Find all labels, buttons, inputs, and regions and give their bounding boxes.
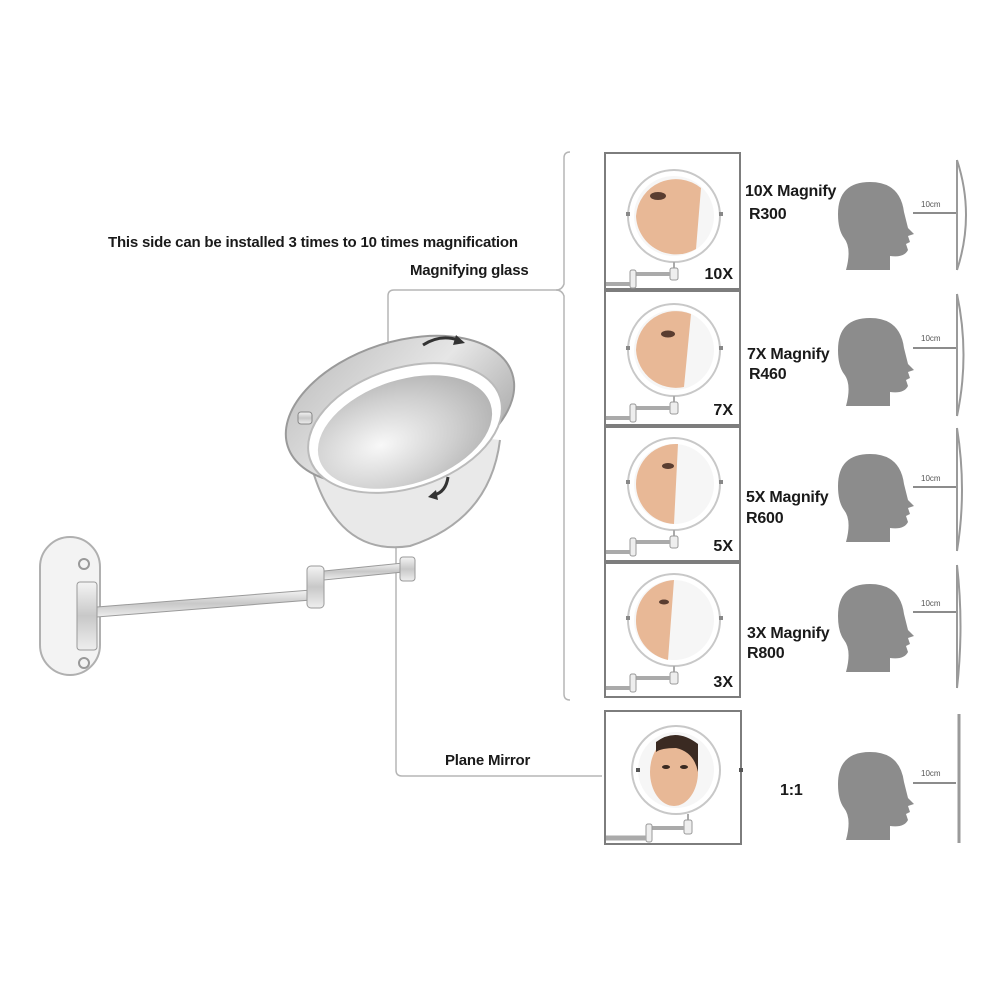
panel-7x: 7X	[604, 290, 741, 426]
panel-title: 7X Magnify	[747, 346, 830, 363]
panel-radius: R300	[749, 206, 787, 223]
plane-ratio-label: 1:1	[780, 782, 803, 799]
panel-title: 10X Magnify	[745, 183, 837, 200]
distance-label: 10cm	[921, 334, 941, 343]
panel-radius: R460	[749, 366, 787, 383]
panel-tag: 7X	[713, 402, 733, 419]
distance-label: 10cm	[921, 769, 941, 778]
panel-radius: R800	[747, 645, 785, 662]
mirror-thumbnail	[606, 573, 723, 693]
panel-3x: 3X	[604, 562, 741, 698]
panel-plane-mirror	[604, 710, 743, 845]
panel-tag: 5X	[713, 538, 733, 555]
panel-title: 5X Magnify	[746, 489, 829, 506]
panel-radius: R600	[746, 510, 784, 527]
panel-title: 3X Magnify	[747, 625, 830, 642]
panel-5x: 5X	[604, 426, 741, 562]
mirror-thumbnail	[606, 169, 723, 289]
panel-10x: 10X	[604, 152, 741, 290]
plane-mirror-label: Plane Mirror	[445, 752, 531, 769]
install-note-label: This side can be installed 3 times to 10…	[108, 234, 518, 251]
mirror-thumbnail	[606, 437, 723, 557]
panel-tag: 3X	[713, 674, 733, 691]
distance-label: 10cm	[921, 599, 941, 608]
mirror-thumbnail	[606, 725, 743, 843]
magnifying-glass-label: Magnifying glass	[410, 262, 529, 279]
panel-tag: 10X	[704, 266, 733, 283]
distance-label: 10cm	[921, 200, 941, 209]
distance-label: 10cm	[921, 474, 941, 483]
mirror-thumbnail	[606, 303, 723, 423]
